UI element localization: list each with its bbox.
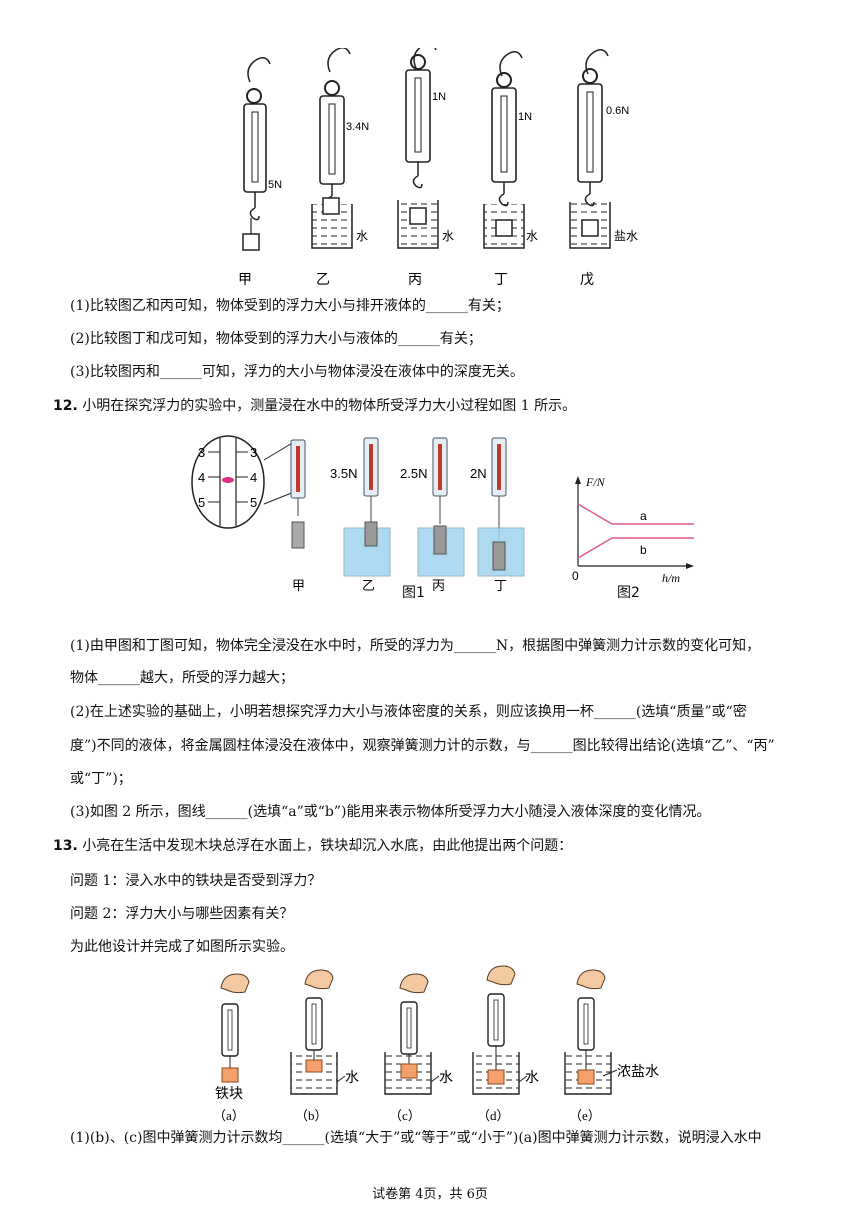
q13-design: 为此他设计并完成了如图所示实验。 xyxy=(70,939,294,955)
q13-label-a: （a） xyxy=(213,1108,245,1123)
q12-reading-yi: 3.5N xyxy=(330,466,357,481)
q13-question-2: 问题 2：浮力大小与哪些因素有关？ xyxy=(70,906,294,922)
graph-line-b xyxy=(577,537,694,559)
q12-label-bing: 丙 xyxy=(432,578,445,593)
q13-stem-text: 小亮在生活中发现木块总浮在水面上，铁块却沉入水底，由此他提出两个问题： xyxy=(82,838,573,854)
zoom-tick-4l: 4 xyxy=(198,470,205,485)
reading-wu: 0.6N xyxy=(606,105,629,117)
scale-jia xyxy=(242,57,271,251)
q11-part3: (3)比较图丙和______可知，浮力的大小与物体浸没在液体中的深度无关。 xyxy=(70,364,524,380)
liquid-bing: 水 xyxy=(442,229,454,243)
zoom-circle xyxy=(191,435,295,529)
scale-ding xyxy=(483,51,525,249)
q12-scale-yi xyxy=(343,437,391,577)
zoom-tick-3l: 3 xyxy=(198,445,205,460)
q13-setup-e xyxy=(564,969,618,1095)
q13-setup-a xyxy=(220,973,250,1083)
q12-scale-ding xyxy=(477,437,525,577)
q12-scale-bing xyxy=(417,437,465,577)
zoom-tick-5l: 5 xyxy=(198,495,205,510)
q12-part1a: (1)由甲图和丁图可知，物体完全浸没在水中时，所受的浮力为______N，根据图… xyxy=(70,638,761,654)
liquid-wu: 盐水 xyxy=(614,229,638,243)
zoom-tick-5r: 5 xyxy=(250,495,257,510)
q12-label-ding: 丁 xyxy=(494,578,507,593)
q12-stem: 12. 小明在探究浮力的实验中，测量浸在水中的物体所受浮力大小过程如图 1 所示… xyxy=(53,396,576,416)
zoom-tick-4r: 4 xyxy=(250,470,257,485)
q12-part2c: 或“丁”)； xyxy=(70,771,132,787)
q13-setup-d xyxy=(472,965,528,1095)
q13-label-e: （e） xyxy=(569,1108,601,1123)
q13-setup-c xyxy=(384,973,440,1095)
q13-block-label: 铁块 xyxy=(215,1085,243,1101)
q13-question-1: 问题 1：浸入水中的铁块是否受到浮力？ xyxy=(70,873,322,889)
fig1-caption: 图1 xyxy=(402,585,425,601)
q12-part2a: (2)在上述实验的基础上，小明若想探究浮力大小与液体密度的关系，则应该换用一杯_… xyxy=(70,704,747,720)
scale-wu xyxy=(569,49,611,249)
q12-part2b: 度”)不同的液体，将金属圆柱体浸没在液体中，观察弹簧测力计的示数，与______… xyxy=(70,738,775,754)
label-jia: 甲 xyxy=(238,271,252,287)
q12-part3: (3)如图 2 所示，图线______(选填“a”或“b”)能用来表示物体所受浮… xyxy=(70,804,711,820)
scale-yi xyxy=(311,48,353,249)
q13-stem: 13. 小亮在生活中发现木块总浮在水面上，铁块却沉入水底，由此他提出两个问题： xyxy=(53,836,572,856)
liquid-yi: 水 xyxy=(356,229,368,243)
q13-liquid-d: 水 xyxy=(525,1069,539,1085)
q13-liquid-c: 水 xyxy=(439,1069,453,1085)
q12-label-yi: 乙 xyxy=(362,578,375,593)
label-bing: 丙 xyxy=(408,271,422,287)
q13-number: 13. xyxy=(53,838,78,854)
graph-label-a: a xyxy=(640,509,647,523)
scale-bing xyxy=(397,48,439,249)
label-ding: 丁 xyxy=(494,271,508,287)
q12-reading-bing: 2.5N xyxy=(400,466,427,481)
q13-liquid-e: 浓盐水 xyxy=(617,1063,659,1079)
label-yi: 乙 xyxy=(316,271,330,287)
liquid-ding: 水 xyxy=(526,229,538,243)
reading-ding: 1N xyxy=(518,111,532,123)
graph-ylabel: F/N xyxy=(585,475,606,489)
graph-label-b: b xyxy=(640,543,647,557)
graph-origin: 0 xyxy=(572,569,579,583)
zoom-tick-3r: 3 xyxy=(250,445,257,460)
q13-liquid-b: 水 xyxy=(345,1069,359,1085)
q12-reading-ding: 2N xyxy=(470,466,487,481)
reading-yi: 3.4N xyxy=(346,121,369,133)
q12-figure-2-graph: F/N a b 0 h/m xyxy=(562,466,712,586)
q11-part2: (2)比较图丁和戊可知，物体受到的浮力大小与液体的______有关； xyxy=(70,331,482,347)
q12-stem-text: 小明在探究浮力的实验中，测量浸在水中的物体所受浮力大小过程如图 1 所示。 xyxy=(82,398,577,414)
graph-line-a xyxy=(577,503,694,525)
reading-bing: 1N xyxy=(432,91,446,103)
q13-part1: (1)(b)、(c)图中弹簧测力计示数均______(选填“大于”或“等于”或“… xyxy=(70,1130,762,1146)
page-footer: 试卷第 4页，共 6页 xyxy=(372,1187,488,1202)
q12-part1b: 物体______越大，所受的浮力越大； xyxy=(70,670,294,686)
q11-figure: 5N 3.4N 水 1N 水 xyxy=(220,48,640,293)
q11-part1: (1)比较图乙和丙可知，物体受到的浮力大小与排开液体的______有关； xyxy=(70,298,510,314)
q12-number: 12. xyxy=(53,398,78,414)
q12-label-jia: 甲 xyxy=(292,578,305,593)
q13-label-d: （d） xyxy=(477,1108,510,1123)
fig2-caption: 图2 xyxy=(617,585,640,601)
q13-label-b: （b） xyxy=(295,1108,328,1123)
q13-setup-b xyxy=(290,969,346,1095)
q13-figure: 铁块 水 水 xyxy=(205,964,675,1124)
label-wu: 戊 xyxy=(580,271,594,287)
q12-scale-jia xyxy=(290,439,306,549)
q12-figure-1: 3 4 5 3 4 5 3.5N 2.5N xyxy=(190,430,530,602)
q13-label-c: （c） xyxy=(389,1108,421,1123)
reading-jia: 5N xyxy=(268,179,282,191)
graph-xlabel: h/m xyxy=(662,571,680,585)
